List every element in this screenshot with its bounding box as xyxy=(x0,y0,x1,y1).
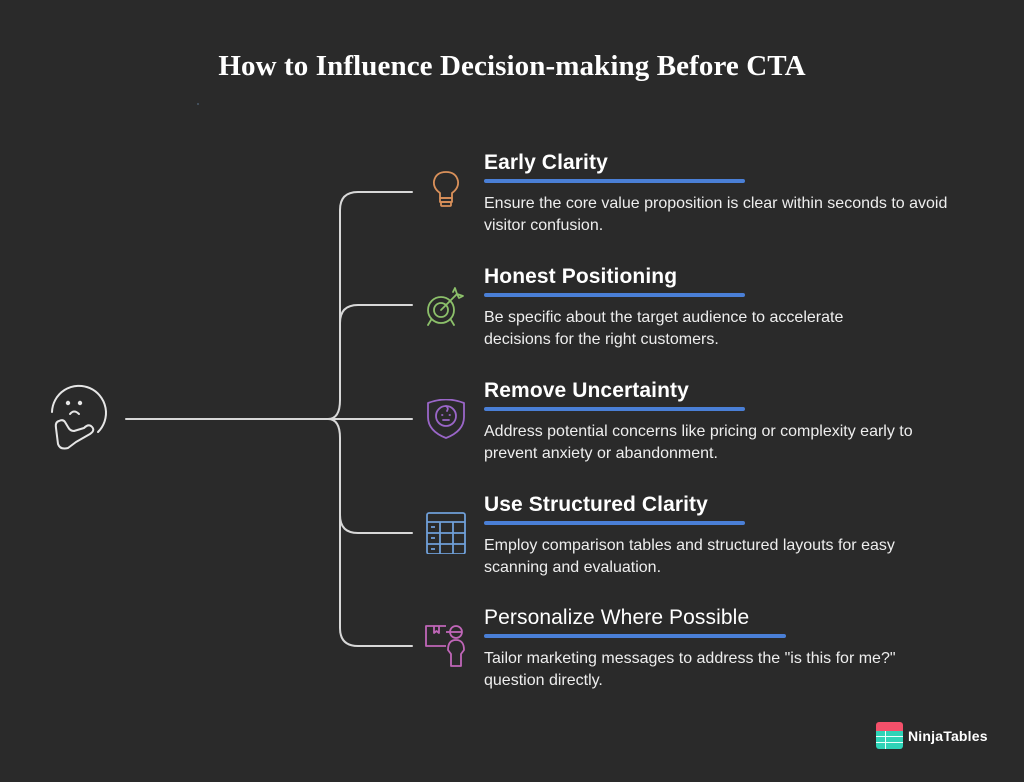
heading-underline xyxy=(484,634,786,638)
item-description: Employ comparison tables and structured … xyxy=(484,537,895,576)
item-description: Address potential concerns like pricing … xyxy=(484,423,913,462)
list-item-personalize-where-possible: Personalize Where Possible Tailor market… xyxy=(484,606,984,692)
list-item-honest-positioning: Honest Positioning Be specific about the… xyxy=(484,265,984,351)
logo-text: NinjaTables xyxy=(908,727,988,744)
item-heading: Use Structured Clarity xyxy=(484,493,708,516)
delivery-person-icon xyxy=(424,624,470,670)
target-arrow-icon xyxy=(425,286,465,326)
heading-underline xyxy=(484,293,745,297)
heading-underline xyxy=(484,521,745,525)
list-item-remove-uncertainty: Remove Uncertainty Address potential con… xyxy=(484,379,984,465)
table-grid-icon xyxy=(426,512,466,554)
table-logo-icon xyxy=(876,722,903,749)
shield-face-icon xyxy=(426,399,466,439)
lightbulb-icon xyxy=(426,171,466,211)
ninjatables-logo: NinjaTables xyxy=(876,722,988,749)
list-item-use-structured-clarity: Use Structured Clarity Employ comparison… xyxy=(484,493,984,579)
heading-underline xyxy=(484,407,745,411)
item-description: Ensure the core value proposition is cle… xyxy=(484,195,948,234)
item-description: Be specific about the target audience to… xyxy=(484,309,844,348)
item-heading: Honest Positioning xyxy=(484,265,678,288)
page-title: How to Influence Decision-making Before … xyxy=(218,50,806,82)
item-heading: Early Clarity xyxy=(484,151,608,174)
item-description: Tailor marketing messages to address the… xyxy=(484,650,896,689)
decorative-dot xyxy=(197,103,199,105)
item-heading: Remove Uncertainty xyxy=(484,379,689,402)
list-item-early-clarity: Early Clarity Ensure the core value prop… xyxy=(484,151,984,237)
thinking-face-icon xyxy=(46,384,110,456)
item-heading: Personalize Where Possible xyxy=(484,606,750,629)
heading-underline xyxy=(484,179,745,183)
